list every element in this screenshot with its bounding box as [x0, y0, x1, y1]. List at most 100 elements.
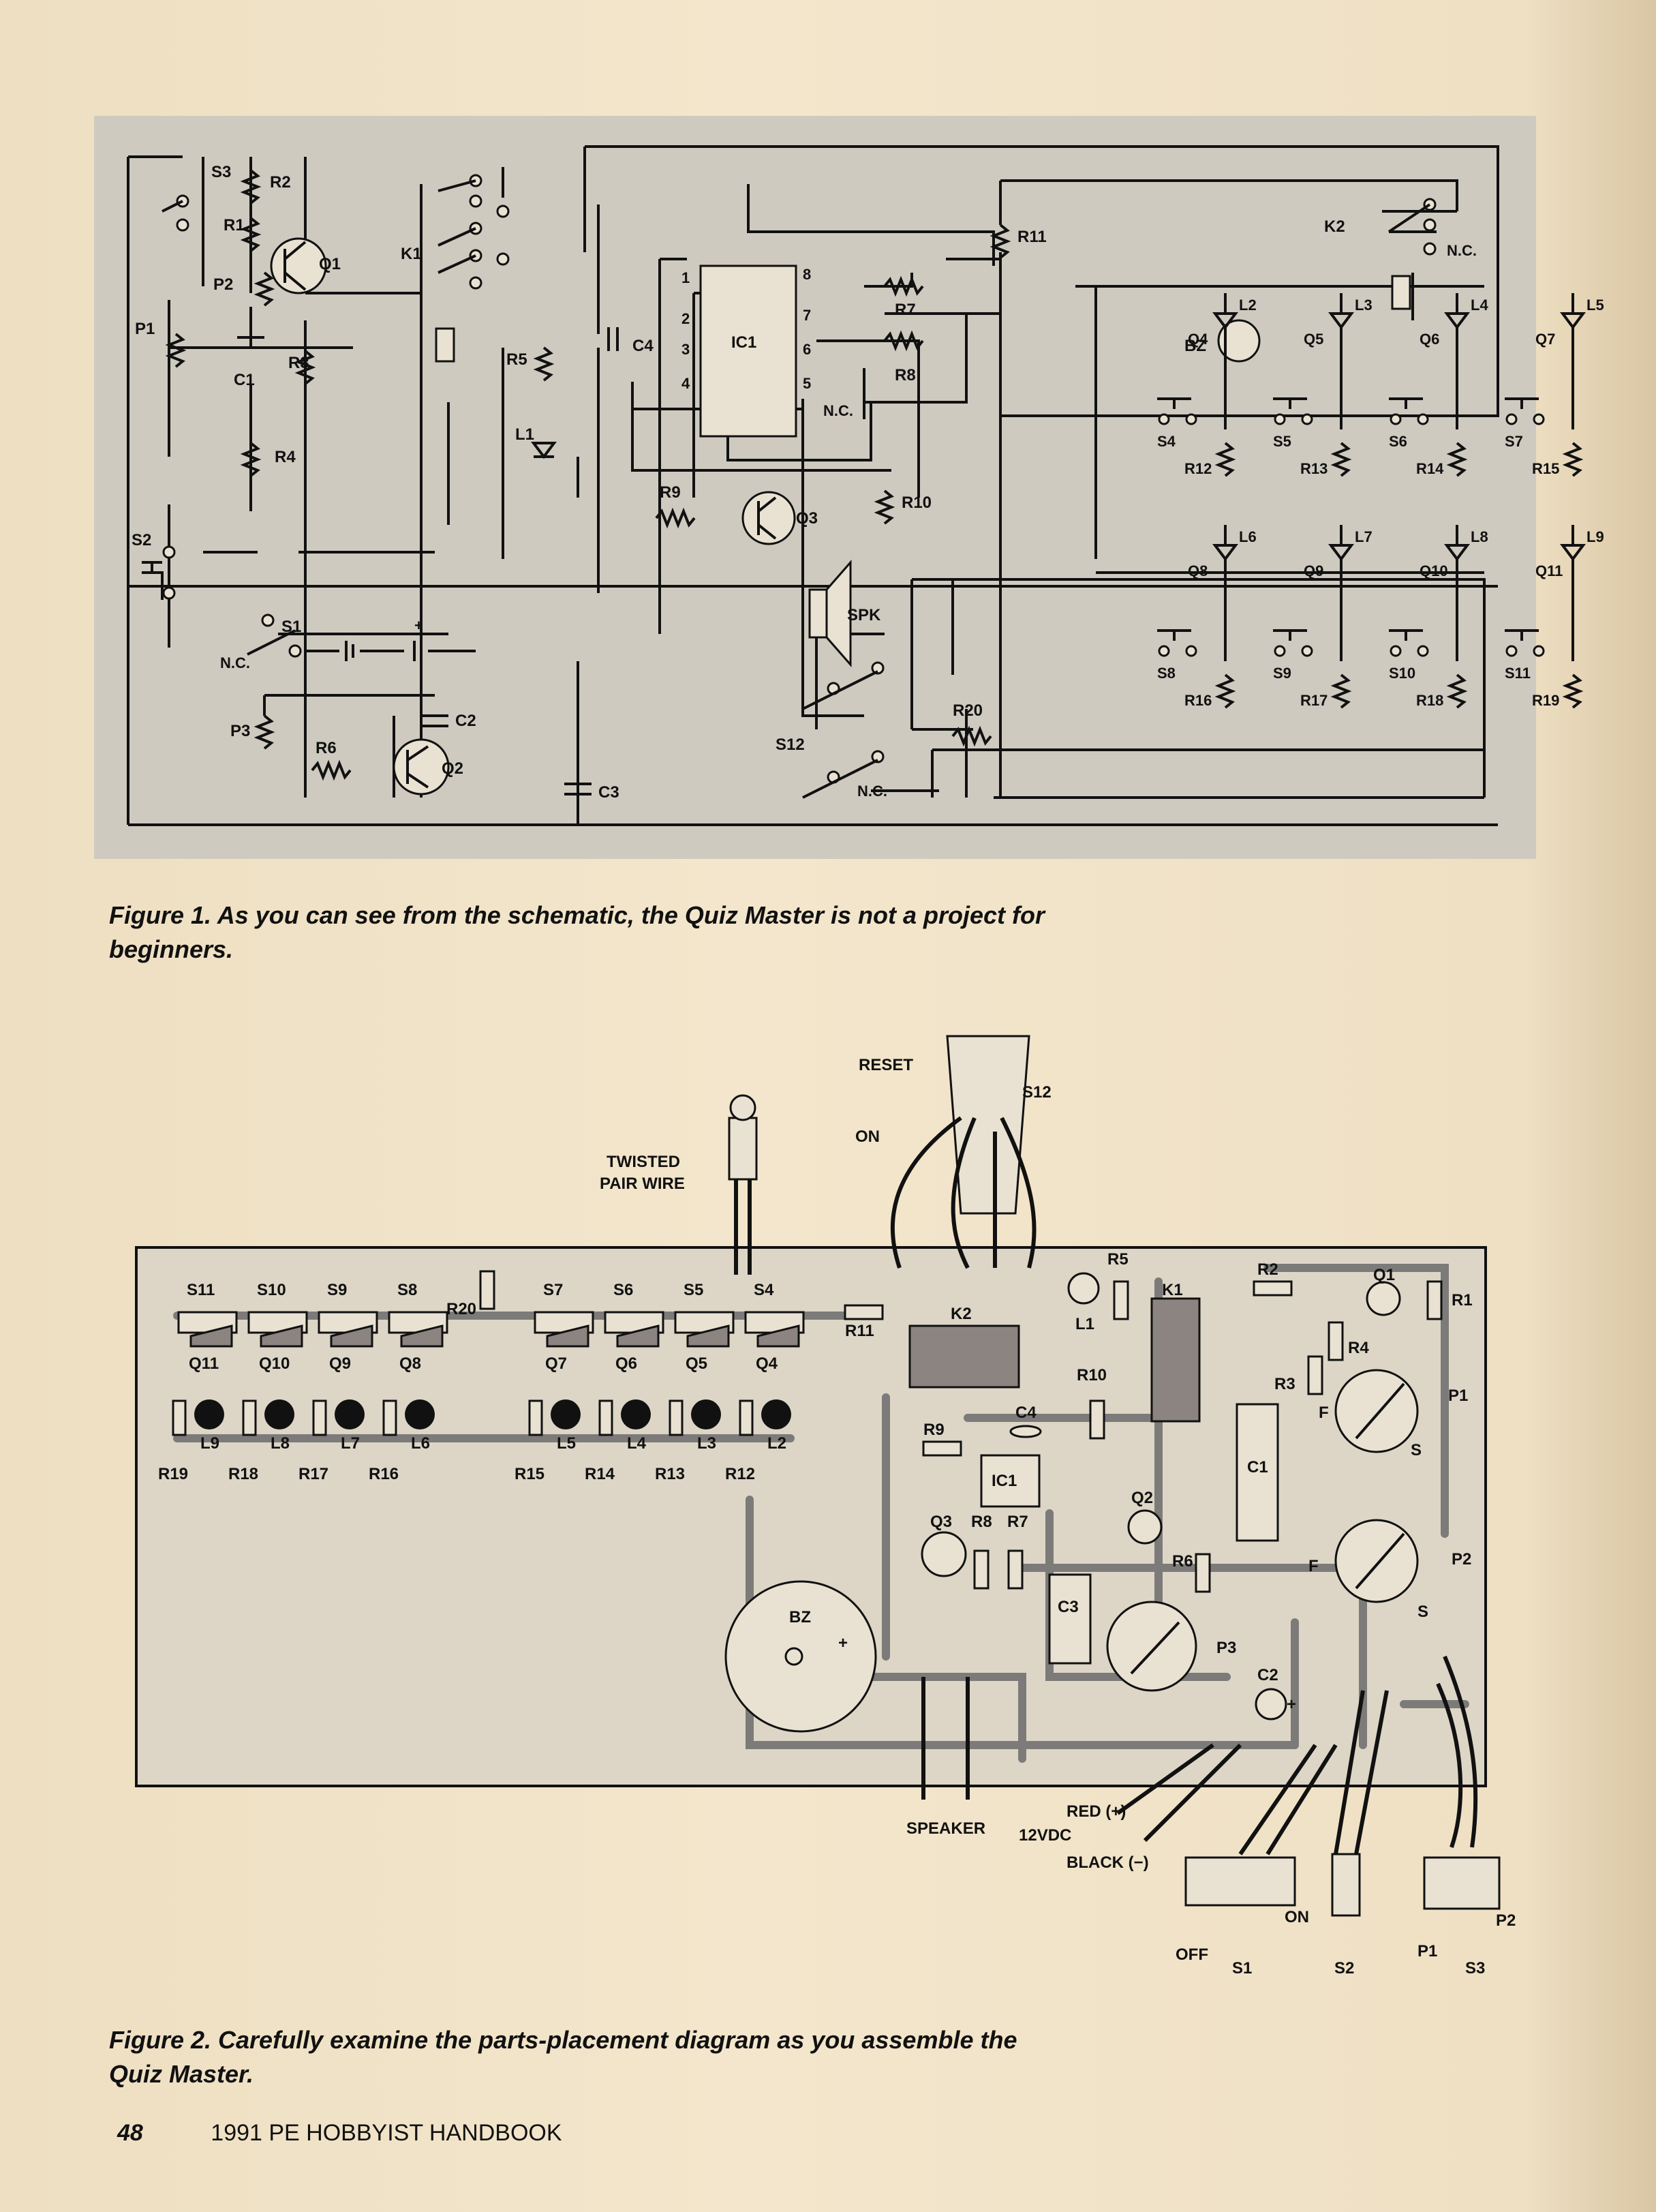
- r7-label: R7: [895, 301, 916, 319]
- transistor-label: Q10: [1420, 562, 1448, 579]
- speaker-label: SPEAKER: [906, 1819, 985, 1838]
- s12-switch-symbol: S12 N.C.: [776, 661, 887, 800]
- l1-part-label: L1: [1075, 1315, 1094, 1333]
- pot-p3: [1106, 1601, 1197, 1692]
- q2-stage: P3 R6 Q2 C2 C3: [230, 712, 619, 802]
- page-number: 48: [117, 2120, 143, 2146]
- p2-part-label: P2: [1452, 1550, 1471, 1569]
- resistor-part: [242, 1399, 257, 1436]
- switch-label: S4: [1157, 433, 1176, 450]
- s1-label: S1: [281, 618, 301, 636]
- led-label: L5: [1586, 297, 1604, 314]
- resistor-part: [739, 1399, 754, 1436]
- led-label: L3: [697, 1434, 716, 1453]
- c2-plus-label: +: [1287, 1695, 1296, 1714]
- switch-label: S10: [1389, 665, 1415, 682]
- r6-label: R6: [316, 739, 337, 757]
- pushbutton-label: S4: [754, 1281, 774, 1299]
- r8-part-label: R8: [971, 1513, 992, 1531]
- s3-part-label: S3: [1465, 1959, 1485, 1978]
- s1-nc-label: N.C.: [220, 654, 250, 671]
- s12-switch-part: RESET ON S12 TWISTED PAIR WIRE: [600, 1035, 1052, 1275]
- switch-label: S5: [1273, 433, 1291, 450]
- pushbutton-symbol: [1505, 397, 1539, 409]
- pot-p1: [1334, 1369, 1419, 1453]
- resistor-part: [669, 1399, 684, 1436]
- resistor-label: R12: [725, 1465, 755, 1483]
- switch-contact: [1185, 645, 1197, 657]
- switch-contact: [1505, 413, 1518, 425]
- led-label: L6: [411, 1434, 430, 1453]
- c1-part-label: C1: [1247, 1458, 1268, 1476]
- ic1-pin3: 3: [681, 341, 690, 358]
- switch-contact: [1390, 413, 1402, 425]
- on-label: ON: [855, 1127, 880, 1146]
- resistor-symbol: [1330, 673, 1352, 709]
- s3-label: S3: [211, 163, 231, 181]
- led-label: L6: [1239, 528, 1257, 545]
- p1-part-label: P1: [1448, 1387, 1468, 1405]
- r8-label: R8: [895, 366, 916, 384]
- resistor-symbol: [1214, 442, 1236, 477]
- capacitor-c3: [1048, 1573, 1092, 1665]
- r20-label: R20: [953, 701, 983, 720]
- pair-wire-label: PAIR WIRE: [600, 1175, 685, 1193]
- led-part: [621, 1399, 651, 1429]
- switch-contact: [1301, 413, 1313, 425]
- resistor-label: R15: [1532, 460, 1559, 477]
- ic1-pin5: 5: [803, 375, 811, 392]
- s12-label: S12: [776, 736, 805, 754]
- c2-part-label: C2: [1257, 1666, 1278, 1684]
- switch-contact: [1274, 413, 1286, 425]
- c4-label: C4: [632, 337, 654, 355]
- r10-label: R10: [902, 494, 932, 512]
- r10-part-label: R10: [1077, 1366, 1107, 1384]
- transistor-part: [686, 1324, 730, 1348]
- led-label: L2: [767, 1434, 786, 1453]
- ic1-pin6: 6: [803, 341, 811, 358]
- r20-part-label: R20: [446, 1300, 476, 1318]
- publication-title: 1991 PE HOBBYIST HANDBOOK: [211, 2120, 562, 2146]
- resistor-label: R13: [655, 1465, 685, 1483]
- resistor-label: R18: [1416, 692, 1443, 709]
- pushbutton-symbol: [1389, 397, 1423, 409]
- switch-contact: [1390, 645, 1402, 657]
- r4-part-label: R4: [1348, 1339, 1369, 1357]
- transistor-label: Q4: [756, 1354, 778, 1373]
- r3-part-label: R3: [1274, 1375, 1295, 1393]
- bz-label: BZ: [1184, 337, 1206, 355]
- switch-contact: [1158, 645, 1170, 657]
- resistor-symbol: [1214, 673, 1236, 709]
- s2-label: S2: [132, 531, 151, 549]
- schematic-panel: [94, 116, 1536, 859]
- black-minus-label: BLACK (−): [1067, 1853, 1149, 1872]
- resistor-label: R12: [1184, 460, 1212, 477]
- ic1-pin7: 7: [803, 307, 811, 324]
- r4-label: R4: [275, 448, 296, 466]
- transistor-label: Q7: [545, 1354, 567, 1373]
- resistor-label: R16: [369, 1465, 399, 1483]
- led-part: [194, 1399, 224, 1429]
- p3-label: P3: [230, 722, 250, 740]
- transistor-label: Q11: [1535, 562, 1563, 579]
- ic1-nc-label: N.C.: [823, 402, 853, 419]
- switch-label: S11: [1505, 665, 1531, 682]
- switch-contact: [1301, 645, 1313, 657]
- r2-part-label: R2: [1257, 1260, 1278, 1279]
- led-part: [691, 1399, 721, 1429]
- switch-contact: [1533, 645, 1545, 657]
- off-board-wiring: SPEAKER RED (+) 12VDC BLACK (−) OFF ON S…: [906, 1655, 1516, 1978]
- resistor-symbol: [1562, 673, 1584, 709]
- r5-l1: R5 L1: [506, 346, 557, 459]
- pushbutton-label: S10: [257, 1281, 286, 1299]
- pushbutton-symbol: [1389, 629, 1423, 641]
- transistor-part: [260, 1324, 303, 1348]
- schematic-wires: [127, 145, 1499, 826]
- ic1-stage: C4 IC1 1 2 3 4 8 7 6 5 N.C. R7 R8 R9 Q3 …: [607, 264, 932, 667]
